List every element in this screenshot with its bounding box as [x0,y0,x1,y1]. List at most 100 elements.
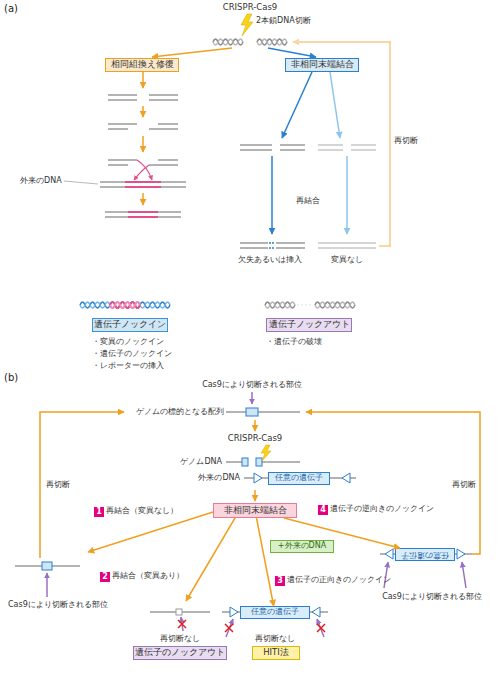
method-box: HITI法 [252,646,300,660]
knock-out-helix [297,305,313,306]
knock-out-helix [265,302,355,308]
target-sequence [176,609,182,615]
foreign-dna-segment [125,160,161,217]
cut-site-arrow [226,619,233,637]
annotation: 再切断なし [255,634,295,644]
cut-site-arrow [46,573,48,597]
cut-site-arrow [462,562,466,588]
pathway-arrow [142,193,144,205]
annotation: Cas9により切断される部位 [8,600,108,610]
callout-number: 1 [94,507,104,517]
annotation: 外来のDNA [198,473,240,483]
annotation: 2本鎖DNA切断 [256,16,311,26]
bullet-item: ・変異のノックイン [92,337,164,347]
dna-strand-pale [318,145,376,248]
lightning-symbol [241,14,253,36]
bullet-item: ・遺伝子のノックイン [92,349,172,359]
bullet-item: ・遺伝子の破壊 [266,337,322,347]
annotation: ゲノムDNA [180,457,222,467]
node-text: +外来のDNA [278,542,326,551]
knock-in-helix [80,302,170,308]
cut-site-triangle [342,473,350,483]
dna-helix [257,39,287,45]
dna-helix [213,39,287,45]
dna-strand [240,243,305,248]
knock-out-helix [315,302,355,308]
annotation: 再切断 [394,136,418,146]
annotation: 再切断 [46,480,70,490]
target-sequence [256,458,262,466]
knock-in-helix [110,302,140,308]
foreign-dna-segment [134,165,149,180]
result-box: 遺伝子ノックイン [92,318,168,332]
genome-line [226,411,300,413]
cut-site-arrow [251,392,253,404]
pathway-arrow [254,490,256,501]
process-box: 相同組換え修復 [105,58,179,72]
foreign-dna-segment [128,212,158,217]
pathway-arrow [88,512,213,552]
pathway-arrow [142,72,144,88]
branch-arrow [257,518,274,606]
callout-number: 4 [318,505,328,515]
cut-site-triangle [457,549,465,559]
knock-out-helix [315,302,355,308]
lightning-symbol [241,14,253,36]
leader-line [64,181,98,184]
node-text: 任意の遺伝子 [251,608,299,617]
node-text: 任意の遺伝子 [401,550,449,559]
blocked-mark [317,624,325,632]
dna-helix [213,39,243,45]
pathway-arrow [152,48,232,57]
pathway-arrow [142,136,144,152]
annotation: ゲノムの標的となる配列 [136,407,224,417]
mutation-mark [269,243,275,248]
lightning-symbol [261,445,271,461]
pathway-arrow [306,412,480,554]
pathway-arrow [186,518,235,601]
knock-in-helix [80,302,170,308]
panel-label: (b) [4,372,18,384]
foreign-dna-segment [137,160,152,180]
pathway-arrow [142,106,144,117]
lightning-symbol [261,445,271,461]
annotation: 欠失あるいは挿入 [238,255,302,265]
foreign-dna-segment [125,182,161,187]
mutation-mark [269,243,275,248]
branch-label: 遺伝子の正向きのノックイン [287,575,391,585]
pathway-arrow [143,42,390,246]
knock-in-helix [80,302,170,308]
gene-box: 任意の遺伝子 [268,472,330,485]
heading-text: CRISPR-Cas9 [223,2,277,12]
result-box: 遺伝子ノックアウト [266,318,352,332]
pathway-arrow [40,412,124,558]
pathway-arrow [282,72,312,138]
knock-out-helix [265,302,295,308]
gene-box: 任意の遺伝子 [240,606,310,619]
branch-label: 再結合（変異なし） [106,506,178,516]
blocked-mark [225,624,233,632]
dna-strand-pale [318,243,376,248]
target-sequence [242,458,248,466]
dna-helix [213,39,243,45]
branch-label: 再結合（変異あり） [112,571,184,581]
blocked-mark [178,620,186,628]
node-text: HITI法 [263,648,289,657]
gene-box: 任意の遺伝子 [395,548,455,561]
condition-box: +外来のDNA [270,540,334,553]
pathway-arrow [268,48,316,57]
pathway-arrow [330,72,340,138]
dna-strand [108,124,178,129]
bullet-item: ・レポーターの挿入 [92,361,164,371]
cut-site-triangle [230,607,238,617]
dna-strand [100,95,305,248]
cut-site-arrow [317,619,324,637]
annotation: 外来のDNA [20,176,62,186]
pathway-arrow [40,412,480,601]
target-sequence [246,408,258,416]
cut-site-triangle [385,549,393,559]
node-text: 遺伝子のノックアウト [135,648,225,657]
